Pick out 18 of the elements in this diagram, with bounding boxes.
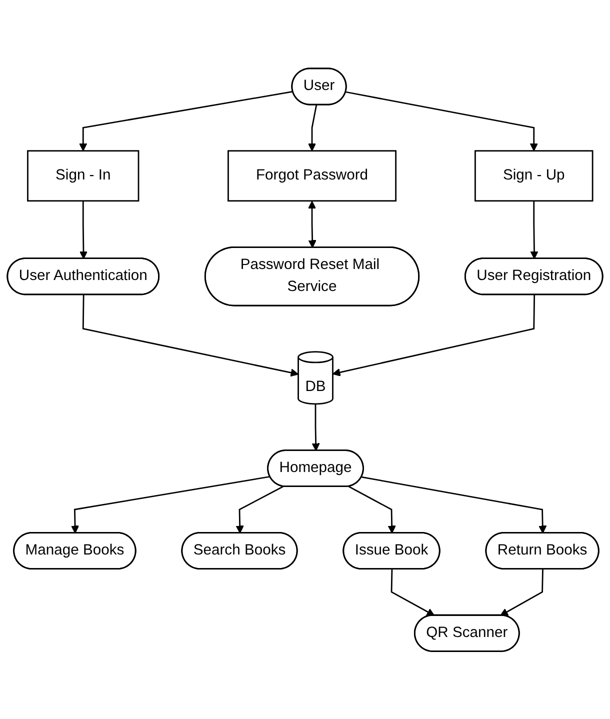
arrow	[308, 200, 316, 248]
arrow	[530, 200, 538, 259]
arrow	[500, 568, 544, 616]
arrow	[362, 476, 547, 534]
arrow	[346, 90, 538, 151]
node-box: Forgot Password	[228, 150, 396, 202]
arrow	[236, 486, 284, 534]
arrow	[79, 90, 294, 151]
arrow	[82, 294, 299, 376]
arrow	[79, 200, 88, 259]
arrow	[312, 404, 320, 451]
arrow	[308, 104, 318, 151]
arrow	[332, 294, 536, 376]
arrow	[390, 568, 435, 616]
node-box: Sign - In	[27, 150, 140, 202]
node-box: Sign - Up	[474, 150, 594, 202]
arrow	[348, 486, 396, 534]
arrow	[70, 476, 270, 534]
